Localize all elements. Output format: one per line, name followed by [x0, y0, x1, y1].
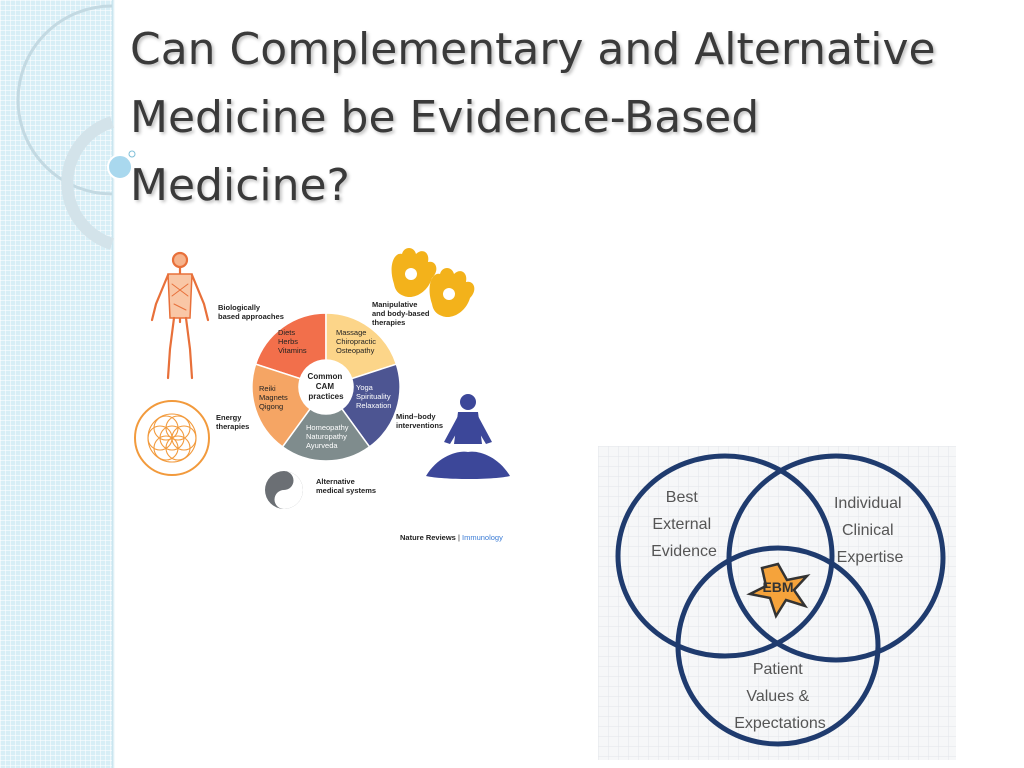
category-label-biological: Biologically based approaches	[218, 303, 284, 321]
body-icon	[150, 251, 210, 380]
meditation-icon	[426, 394, 510, 479]
circle-patient-values	[675, 545, 881, 747]
circle-label-best-evidence: Best External Evidence	[651, 489, 717, 560]
category-label-manipulative: Manipulative and body-based therapies	[372, 300, 432, 327]
ebm-venn-figure: EBM Best External Evidence Individual Cl…	[598, 446, 956, 760]
ebm-star-icon	[746, 562, 811, 619]
wheel-center-circle	[299, 360, 353, 414]
category-label-mind-body: Mind–body interventions	[396, 412, 443, 430]
segment-label-mind-body: Yoga Spirituality Relaxation	[356, 383, 393, 410]
cam-practices-figure: Common CAM practices Diets Herbs Vitamin…	[134, 248, 510, 542]
decorative-dot	[107, 154, 133, 180]
energy-flower-icon	[134, 400, 210, 476]
decorative-arcs	[16, 4, 136, 250]
center-line: Common	[308, 372, 343, 381]
segment-label-manipulative: Massage Chiropractic Osteopathy	[336, 328, 378, 355]
figure-credit: Nature Reviews | Immunology	[400, 533, 503, 542]
circle-label-patient-values: Patient Values & Expectations	[734, 661, 826, 732]
category-label-energy: Energy therapies	[216, 413, 249, 431]
circle-label-clinical-expertise: Individual Clinical Expertise	[834, 495, 906, 566]
hands-icon	[391, 248, 475, 318]
wheel-center-label: Common CAM practices	[308, 372, 345, 401]
decorative-band-edge	[112, 0, 115, 768]
slide-title: Can Complementary and Alternative Medici…	[130, 16, 990, 220]
segment-label-energy: Reiki Magnets Qigong	[259, 384, 290, 411]
center-line: practices	[308, 392, 344, 401]
title-line: Medicine be Evidence-Based	[130, 92, 760, 143]
title-line: Medicine?	[130, 160, 350, 211]
venn-circles	[615, 453, 946, 747]
decorative-thick-arc	[61, 116, 114, 250]
cam-wheel	[251, 312, 401, 462]
ebm-center-label: EBM	[762, 579, 793, 595]
decorative-small-dot	[128, 150, 136, 158]
center-line: CAM	[316, 382, 335, 391]
yin-yang-icon	[265, 471, 303, 509]
title-line: Can Complementary and Alternative	[130, 24, 936, 75]
circle-best-evidence	[615, 453, 835, 659]
segment-label-alternative-systems: Homeopathy Naturopathy Ayurveda	[306, 423, 351, 450]
segment-label-biological: Diets Herbs Vitamins	[278, 328, 307, 355]
category-label-alternative-systems: Alternative medical systems	[316, 477, 376, 495]
